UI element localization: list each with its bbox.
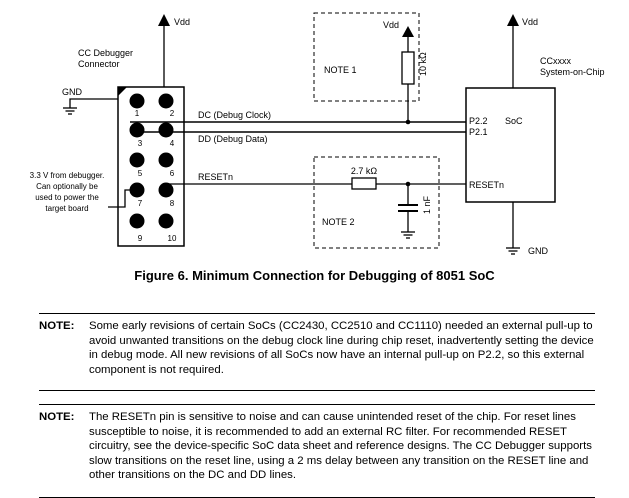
pin-8 (158, 182, 174, 198)
capacitor-value: 1 nF (422, 195, 432, 214)
note2-box (313, 156, 440, 249)
pin-10 (158, 213, 174, 229)
note1-box (313, 12, 420, 102)
signal-reset-label: RESETn (198, 172, 233, 182)
soc-title-line2: System-on-Chip (540, 67, 605, 77)
pin-4 (158, 122, 174, 138)
soc-gnd: GND (506, 202, 549, 256)
debugger-title-line2: Connector (78, 59, 120, 69)
pin-number-7: 7 (138, 199, 143, 208)
debugger-vdd-supply: Vdd (158, 14, 190, 98)
note-block-1: NOTE: Some early revisions of certain So… (39, 313, 595, 391)
power-note-line3: used to power the (35, 193, 99, 202)
note-2-label: NOTE: (39, 411, 75, 423)
schematic-diagram: Vdd CC Debugger Connector GND 1 2 3 4 5 … (30, 12, 605, 256)
debugger-power-note: 3.3 V from debugger. Can optionally be u… (30, 171, 105, 213)
pin-3 (129, 122, 145, 138)
soc-vdd-supply: Vdd (507, 14, 538, 88)
pin-number-1: 1 (135, 109, 140, 118)
series-resistor (351, 177, 377, 190)
soc-pin-p22: P2.2 (469, 116, 488, 126)
connector-pins (129, 93, 174, 229)
pullup-junction (405, 119, 411, 125)
power-note-line2: Can optionally be (36, 182, 98, 191)
figure-caption: Figure 6. Minimum Connection for Debuggi… (134, 268, 495, 283)
note-1-text: Some early revisions of certain SoCs (CC… (89, 320, 594, 376)
pin-5 (129, 152, 145, 168)
pin-number-3: 3 (138, 139, 143, 148)
note1-vdd-label: Vdd (383, 20, 399, 30)
debugger-gnd-label: GND (62, 87, 83, 97)
pin-9 (129, 213, 145, 229)
power-note-leader (108, 189, 135, 208)
capacitor-gnd-symbol (401, 231, 415, 239)
pin-number-5: 5 (138, 169, 143, 178)
power-note-line4: target board (45, 204, 88, 213)
debugger-vdd-label: Vdd (174, 17, 190, 27)
pin1-marker (118, 87, 127, 96)
signal-dd-label: DD (Debug Data) (198, 134, 268, 144)
pin-number-2: 2 (170, 109, 175, 118)
note1-vdd-supply: Vdd (383, 20, 414, 37)
soc-gnd-label: GND (528, 246, 549, 256)
soc-vdd-label: Vdd (522, 17, 538, 27)
note2-label: NOTE 2 (322, 217, 355, 227)
pin-number-6: 6 (170, 169, 175, 178)
soc-pin-p21: P2.1 (469, 127, 488, 137)
pin-number-4: 4 (170, 139, 175, 148)
debugger-gnd: GND (62, 87, 132, 115)
pin-1 (129, 93, 145, 109)
pin-7 (129, 182, 145, 198)
note-block-2: NOTE: The RESETn pin is sensitive to noi… (39, 404, 595, 498)
power-note-line1: 3.3 V from debugger. (30, 171, 105, 180)
pullup-value: 10 kΩ (418, 52, 428, 76)
pin-numbers: 1 2 3 4 5 6 7 8 9 10 (135, 109, 177, 243)
debugger-title-line1: CC Debugger (78, 48, 133, 58)
pin-number-10: 10 (168, 234, 177, 243)
soc-title-line1: CCxxxx (540, 56, 571, 66)
pin-number-9: 9 (138, 234, 143, 243)
note1-label: NOTE 1 (324, 65, 357, 75)
pin-2 (158, 93, 174, 109)
pin-6 (158, 152, 174, 168)
note-1-label: NOTE: (39, 320, 75, 332)
soc-chip (465, 87, 556, 203)
soc-label: SoC (505, 116, 523, 126)
pullup-resistor (401, 51, 415, 85)
pin-number-8: 8 (170, 199, 175, 208)
soc-pin-reset: RESETn (469, 180, 504, 190)
note-2-text: The RESETn pin is sensitive to noise and… (89, 411, 592, 482)
series-resistor-value: 2.7 kΩ (351, 166, 378, 176)
signal-dc-label: DC (Debug Clock) (198, 110, 271, 120)
